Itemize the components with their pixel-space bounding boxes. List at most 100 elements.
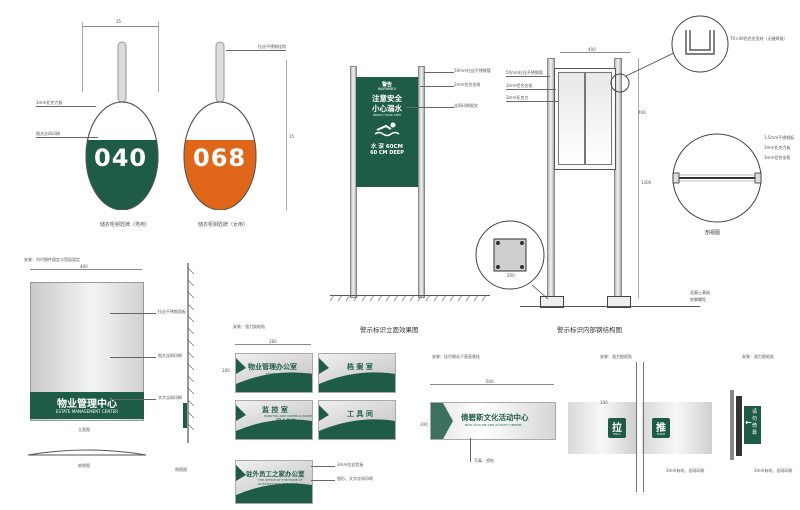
- warning-line1: 注意安全: [372, 94, 402, 103]
- note-inner: 3mm亚克力: [506, 95, 529, 100]
- dimension-line: [30, 269, 142, 270]
- base-dimension: 200: [507, 273, 515, 278]
- section-caption: 剖视图: [705, 230, 721, 236]
- warning-depth-en: 60 CM DEEP: [370, 150, 404, 156]
- dimension-label: 100: [600, 400, 608, 405]
- locker-tags-section: 35 040 068 3mm亚克力板 图文丝网印刷 拉丝不锈钢挂钩 35 储衣柜…: [0, 0, 330, 240]
- exit-sign: ← 请勿倚靠: [744, 406, 761, 444]
- leader-line: [110, 313, 156, 314]
- caption-male: 储衣柜钥匙牌（男用）: [100, 222, 151, 228]
- door-note1: 3mm拉丝铝板: [337, 462, 364, 467]
- structure-section: 400 1400 400 50mm拉丝不锈钢管 3mm铝合金框 3mm亚克力 7…: [460, 0, 800, 340]
- dimension-line: [82, 26, 158, 27]
- activity-sign-section: 安装：挂吊钢丝下垂直悬挂 600 300 倩碧斯文化活动中心 NICE CULT…: [410, 350, 560, 510]
- leader-line: [420, 86, 454, 87]
- dimension-label: 400: [80, 264, 88, 269]
- pull-label-en: PULL: [613, 432, 621, 436]
- detail-callout-top: [610, 15, 729, 93]
- activity-note: 写真、喷绘: [474, 458, 494, 463]
- door-sign: 工 具 间 TOOL ROOM: [318, 400, 396, 440]
- exit-header: 安装：强力胶粘贴: [742, 354, 774, 359]
- estate-sign-section: 安装：内衬钢件固定与墙面固定 400 物业管理中心 ESTATE MANAGEM…: [10, 255, 220, 510]
- door-sign-en: MONITOR AND CONTROL ROOM: [264, 414, 312, 418]
- frame-pane-right: [585, 72, 612, 165]
- note-art: 丝网印刷图文: [454, 103, 478, 108]
- struct-frame: [554, 68, 616, 170]
- dimension-line: [286, 60, 287, 210]
- door-edge: [636, 362, 644, 492]
- ground-line: [330, 295, 490, 296]
- structure-caption: 警示标识内部钢结构图: [557, 326, 622, 334]
- warning-line2: 小心溺水: [372, 104, 402, 113]
- door-sign-en: TOOL ROOM: [361, 419, 380, 423]
- dimension-label: 400: [638, 110, 646, 115]
- note-frame: 3mm铝合金框: [454, 82, 481, 87]
- note-material: 3mm亚克力板: [36, 100, 63, 105]
- door-sign-title: 物业管理办公室: [248, 363, 297, 371]
- push-pull-header: 安装：强力胶粘贴: [600, 354, 632, 359]
- dimension-line: [82, 22, 83, 92]
- door-header: 安装：强力胶粘贴: [233, 324, 265, 329]
- estate-note2: 图文丝网印刷: [158, 353, 182, 358]
- door-sign: 档 案 室 ARCHIVES: [318, 353, 396, 393]
- door-frame-inner: [736, 396, 742, 456]
- leader-line: [506, 76, 550, 77]
- activity-title-en: NICE CULTURE AND ACTIVITY CENTER: [465, 423, 522, 427]
- locker-tag-female: [183, 41, 257, 210]
- leader-line: [36, 137, 98, 138]
- caption-top: 俯视图: [78, 463, 90, 468]
- frame-pane-left: [558, 72, 585, 165]
- dimension-label: 100: [222, 368, 230, 373]
- leader-line: [424, 72, 454, 73]
- push-pull-note: 3mm有机、丝网印刷: [666, 468, 705, 473]
- warning-depth: 水 深 60CM: [371, 144, 403, 150]
- note-hook: 拉丝不锈钢挂钩: [258, 44, 286, 49]
- door-sign-title: 驻外员工之家办公室: [246, 470, 305, 478]
- dimension-label: 280: [269, 339, 277, 344]
- dimension-line: [158, 22, 159, 92]
- base-plate-left: [540, 296, 564, 308]
- detail-callout-section: [672, 133, 762, 223]
- door-sign-en: ESTATE MANAGEMENT OFFICE: [266, 372, 312, 376]
- base-plate-right: [607, 296, 631, 308]
- push-label-en: PUSH: [656, 432, 666, 436]
- leader-line: [110, 357, 156, 358]
- door-sign-sub-en: NO ADMITTANCE: [278, 425, 304, 429]
- note-r1: 1.5mm不锈钢板: [764, 135, 795, 140]
- dimension-label: 300: [420, 422, 428, 427]
- pull-sign: 拉 PULL: [608, 418, 626, 438]
- caption-female: 储衣柜钥匙牌（女用）: [198, 222, 249, 228]
- leader-line: [110, 399, 156, 400]
- caption-side: 侧视图: [175, 467, 187, 472]
- dimension-line: [638, 58, 639, 298]
- ground-line: [520, 306, 700, 307]
- door-sign-title: 档 案 室: [347, 363, 373, 371]
- dimension-line: [430, 384, 554, 385]
- ground-hatch: [330, 295, 487, 302]
- estate-top-view: [27, 449, 147, 456]
- leader-line: [36, 106, 96, 107]
- warning-title-en: WARNING!: [377, 87, 397, 91]
- note-base1: 混凝土基础: [690, 290, 710, 295]
- door-sign: 监 控 室 MONITOR AND CONTROL ROOM 闲人免进 NO A…: [235, 400, 313, 440]
- estate-header: 安装：内衬钢件固定与墙面固定: [24, 257, 80, 262]
- locker-tag-male: [85, 41, 159, 210]
- post-right: [418, 66, 425, 298]
- pull-label: 拉: [612, 423, 622, 434]
- door-signs-section: 安装：强力胶粘贴 280 100 物业管理办公室 ESTATE MANAGEME…: [222, 320, 400, 510]
- door-sign: 物业管理办公室 ESTATE MANAGEMENT OFFICE: [235, 353, 313, 393]
- activity-panel: 倩碧斯文化活动中心 NICE CULTURE AND ACTIVITY CENT…: [430, 402, 556, 440]
- leader-line: [311, 480, 335, 481]
- dimension-line: [235, 344, 311, 345]
- note-detail: 70×40铝合金型材（无缝焊接）: [730, 36, 788, 41]
- note-base2: 地脚螺栓: [690, 297, 706, 302]
- exit-note: 3mm有机、丝网印刷: [754, 468, 793, 473]
- activity-title: 倩碧斯文化活动中心: [461, 413, 529, 422]
- leader-line: [470, 438, 471, 462]
- detail-callout-base: [475, 220, 549, 300]
- note-frame: 3mm铝合金框: [506, 83, 533, 88]
- estate-note1: 拉丝不锈钢面板: [158, 309, 186, 314]
- door-sign-en: ARCHIVES: [363, 372, 379, 376]
- door-sign-en: THE OFFICE OF THE HOME OF OUTSTATIONED E…: [258, 478, 303, 486]
- estate-note3: 文字丝网印刷: [158, 395, 182, 400]
